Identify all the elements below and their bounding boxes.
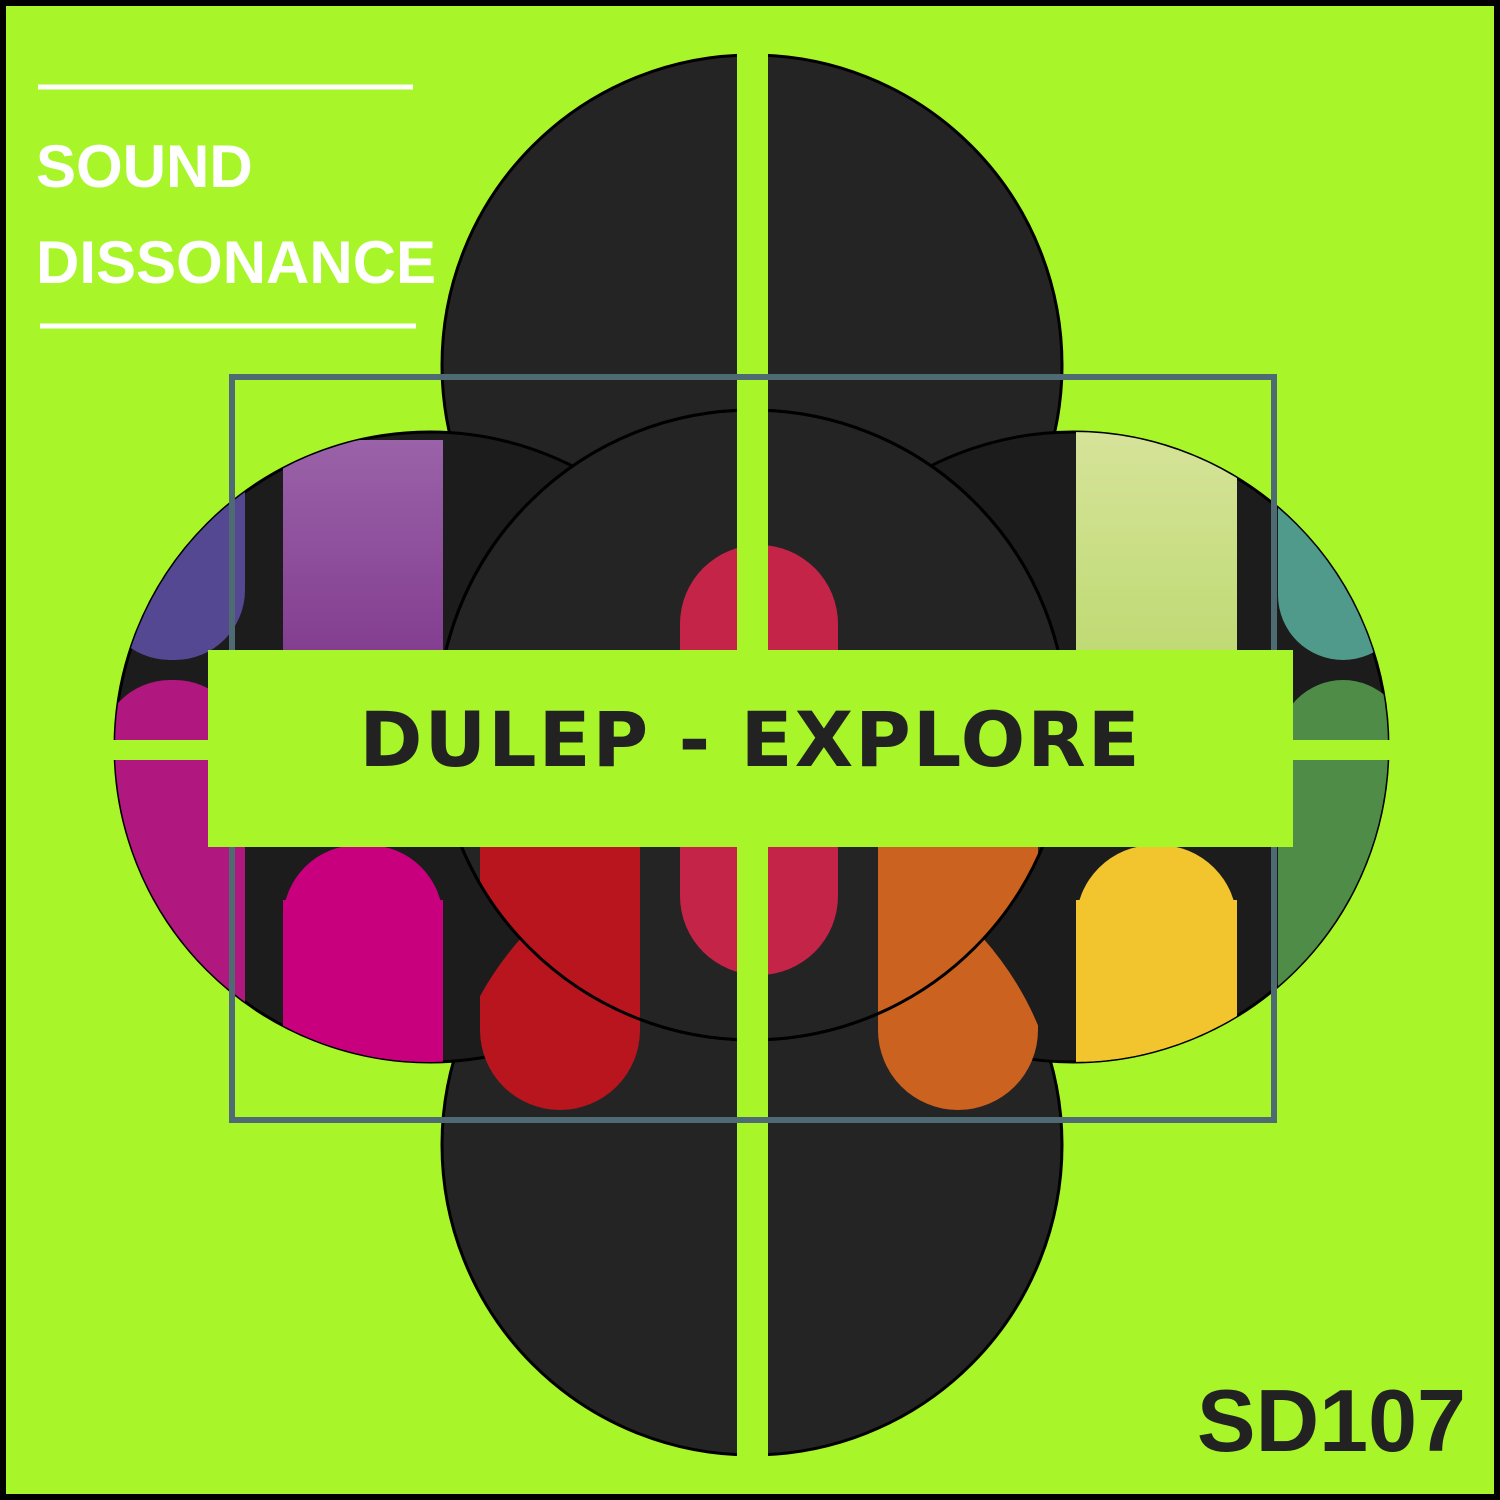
release-title: DULEP - EXPLORE <box>359 695 1142 784</box>
label-name-line1: SOUND <box>36 133 253 200</box>
right-gap <box>1270 740 1400 760</box>
catalog-number: SD107 <box>1196 1371 1466 1470</box>
title-banner <box>208 650 1293 847</box>
label-name-line2: DISSONANCE <box>36 229 437 296</box>
